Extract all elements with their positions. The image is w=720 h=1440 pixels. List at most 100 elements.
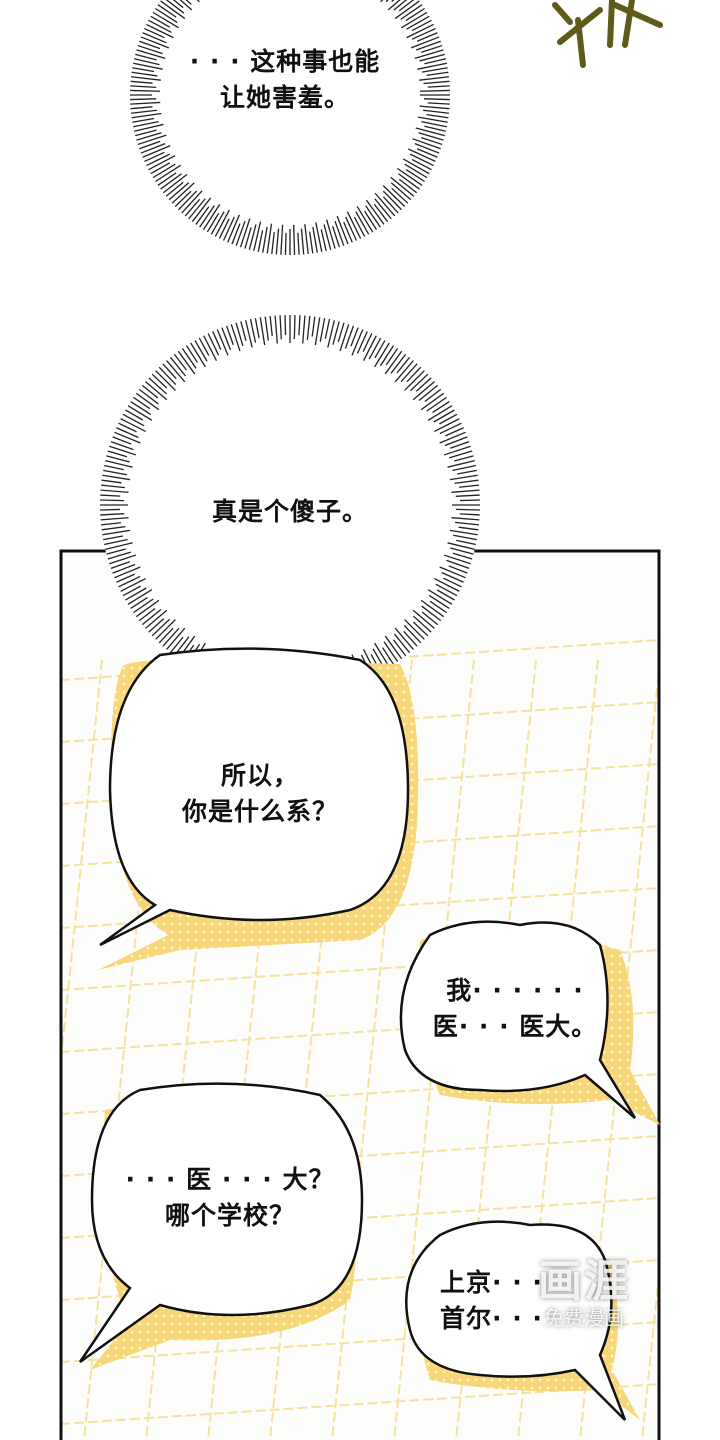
burst-line <box>450 547 474 555</box>
burst-line <box>100 517 129 521</box>
burst-line <box>203 335 218 361</box>
speech-bubble-4 <box>405 1220 640 1421</box>
burst-line <box>421 605 442 622</box>
burst-fill <box>100 315 480 695</box>
burst-line <box>344 325 355 349</box>
grid-line <box>62 1383 658 1425</box>
burst-line <box>308 231 314 254</box>
burst-line <box>254 318 260 338</box>
burst-line <box>421 67 448 73</box>
burst-line <box>450 440 470 449</box>
burst-line <box>221 327 232 351</box>
burst-line <box>379 345 395 367</box>
burst-line <box>332 321 340 345</box>
burst-line <box>131 112 162 119</box>
burst-line <box>439 413 458 425</box>
burst-line <box>145 609 168 629</box>
burst-line <box>155 164 181 183</box>
burst-line <box>139 140 161 150</box>
burst-line <box>319 318 326 342</box>
burst-line <box>158 627 174 644</box>
burst-line <box>168 182 190 201</box>
burst-line <box>109 445 137 456</box>
burst-line <box>415 377 432 392</box>
burst-line <box>312 226 318 253</box>
burst-line <box>323 224 332 250</box>
burst-line <box>455 494 480 497</box>
burst-line <box>304 224 309 255</box>
burst-line <box>356 205 374 233</box>
burst-line <box>155 370 176 391</box>
burst-line <box>448 450 473 459</box>
burst-line <box>411 158 432 171</box>
burst-line <box>104 538 128 546</box>
grid-line <box>62 1011 658 1053</box>
burst-line <box>302 315 306 344</box>
burst-line <box>423 98 450 101</box>
burst-line <box>362 335 377 361</box>
burst-line <box>412 381 435 401</box>
burst-line <box>427 85 450 88</box>
burst-line <box>419 53 445 62</box>
burst-line <box>181 190 203 214</box>
burst-line <box>334 220 345 246</box>
burst-line <box>194 340 208 362</box>
burst-line <box>257 230 264 252</box>
burst-line <box>155 619 176 640</box>
burst-line <box>179 0 193 11</box>
burst-line <box>350 327 359 347</box>
burst-line <box>100 499 125 502</box>
burst-line <box>311 316 316 337</box>
burst-line <box>125 409 144 421</box>
burst-line <box>411 19 432 32</box>
burst-line <box>406 15 430 30</box>
burst-line <box>398 173 420 190</box>
burst-line <box>409 373 429 392</box>
burst-line <box>114 566 141 579</box>
burst-line <box>280 224 284 255</box>
burst-line <box>429 600 447 614</box>
burst-line <box>293 315 296 340</box>
burst-line <box>103 469 127 476</box>
burst-line <box>138 388 159 405</box>
burst-line <box>423 109 450 114</box>
burst-line <box>418 384 439 402</box>
burst-line <box>407 148 436 163</box>
speech-text-2: 我· · · · · · 医· · · 医大。 <box>432 976 598 1041</box>
grid-line <box>641 1274 658 1440</box>
burst-line <box>454 455 474 462</box>
burst-line <box>239 218 251 248</box>
burst-line <box>382 647 395 665</box>
burst-line <box>136 132 162 141</box>
burst-line <box>345 216 358 241</box>
burst-line <box>343 221 353 243</box>
burst-line <box>212 331 222 350</box>
burst-line <box>141 608 162 626</box>
burst-line <box>332 226 341 248</box>
burst-line <box>151 373 168 389</box>
burst-line <box>181 348 197 369</box>
burst-line <box>452 464 476 472</box>
burst-line <box>240 321 247 341</box>
burst-line <box>144 27 165 39</box>
burst-line <box>132 67 155 73</box>
burst-line <box>152 163 176 179</box>
burst-line <box>199 205 215 228</box>
burst-line <box>326 219 336 249</box>
grid-line <box>62 1321 658 1363</box>
speech-text-4: 上京· · · 首尔· · · <box>440 1268 543 1333</box>
burst-line <box>120 577 146 592</box>
burst-line <box>459 499 480 502</box>
speech-text-1: 所以， 你是什么系？ <box>181 761 338 826</box>
burst-line <box>339 324 350 352</box>
burst-line <box>202 204 221 230</box>
burst-line <box>365 199 385 225</box>
burst-line <box>122 585 141 597</box>
burst-line <box>392 639 407 657</box>
burst-line <box>449 474 478 481</box>
burst-line <box>451 517 480 521</box>
burst-line <box>230 324 241 352</box>
burst-line <box>324 319 331 339</box>
burst-line <box>207 333 220 356</box>
burst-line <box>452 552 473 560</box>
